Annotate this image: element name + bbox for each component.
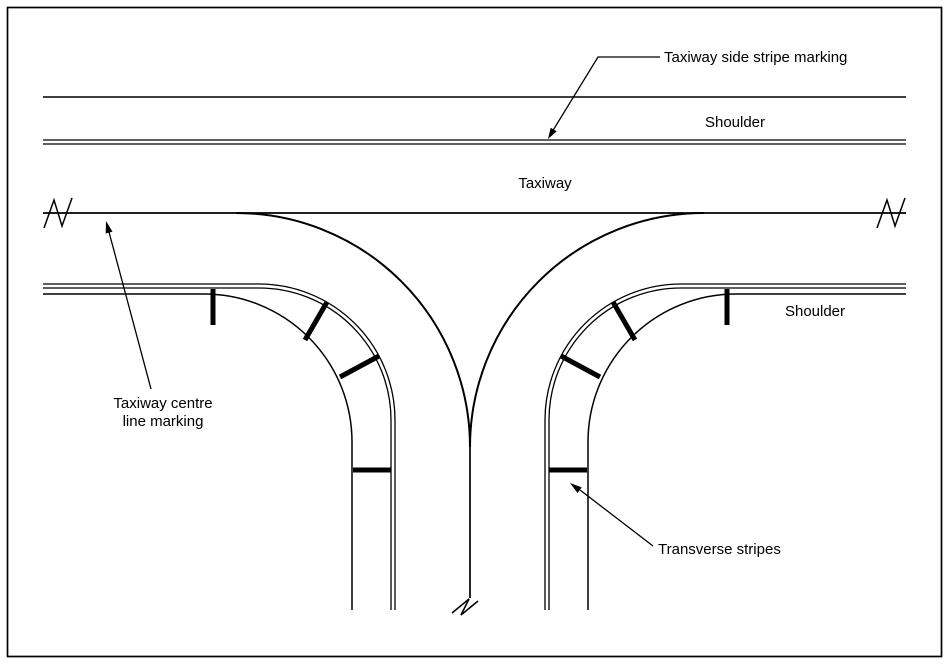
label-centre-line-1: Taxiway centre (113, 395, 212, 412)
transverse-stripe (338, 353, 381, 380)
transverse-stripe (610, 300, 638, 342)
transverse-stripe (559, 353, 602, 380)
side-stripe-bottom-right-line-2 (548, 287, 906, 610)
label-shoulder-bottom: Shoulder (785, 303, 845, 320)
label-taxiway: Taxiway (518, 175, 572, 192)
horizontal-taxiway (43, 96, 906, 214)
label-centre-line-2: line marking (123, 413, 204, 430)
junction-edges (43, 283, 906, 610)
break-mark-right (876, 197, 906, 229)
leader-centre-line (108, 231, 152, 390)
shoulder-outer-edge-bottom-right (587, 293, 906, 610)
centre-line-curve-right (469, 212, 705, 448)
arrowhead-side-stripe (548, 127, 557, 139)
label-transverse-stripes: Transverse stripes (658, 541, 781, 558)
break-marks (43, 197, 906, 616)
side-stripe-bottom-left-line-2 (43, 287, 392, 610)
label-side-stripe: Taxiway side stripe marking (664, 49, 847, 66)
side-stripe-bottom-right-line-1 (544, 283, 906, 610)
leader-transverse-stripes (579, 489, 654, 547)
centre-line-curve-left (235, 212, 471, 448)
transverse-stripes-group (210, 289, 730, 473)
centre-line-junction (235, 212, 705, 598)
label-shoulder-top: Shoulder (705, 114, 765, 131)
break-mark-left (43, 197, 73, 229)
diagram-frame (6, 6, 943, 658)
annotation-arrows (105, 56, 660, 547)
leader-side-stripe (551, 56, 660, 133)
side-stripe-bottom-left-line-1 (43, 283, 396, 610)
arrowhead-transverse-stripes (570, 483, 582, 493)
break-mark-bottom (451, 598, 479, 616)
arrowhead-centre-line (105, 221, 113, 234)
transverse-stripe (302, 300, 330, 342)
shoulder-outer-edge-bottom-left (43, 293, 353, 610)
annotation-labels: Taxiway side stripe marking Shoulder Tax… (113, 49, 847, 558)
